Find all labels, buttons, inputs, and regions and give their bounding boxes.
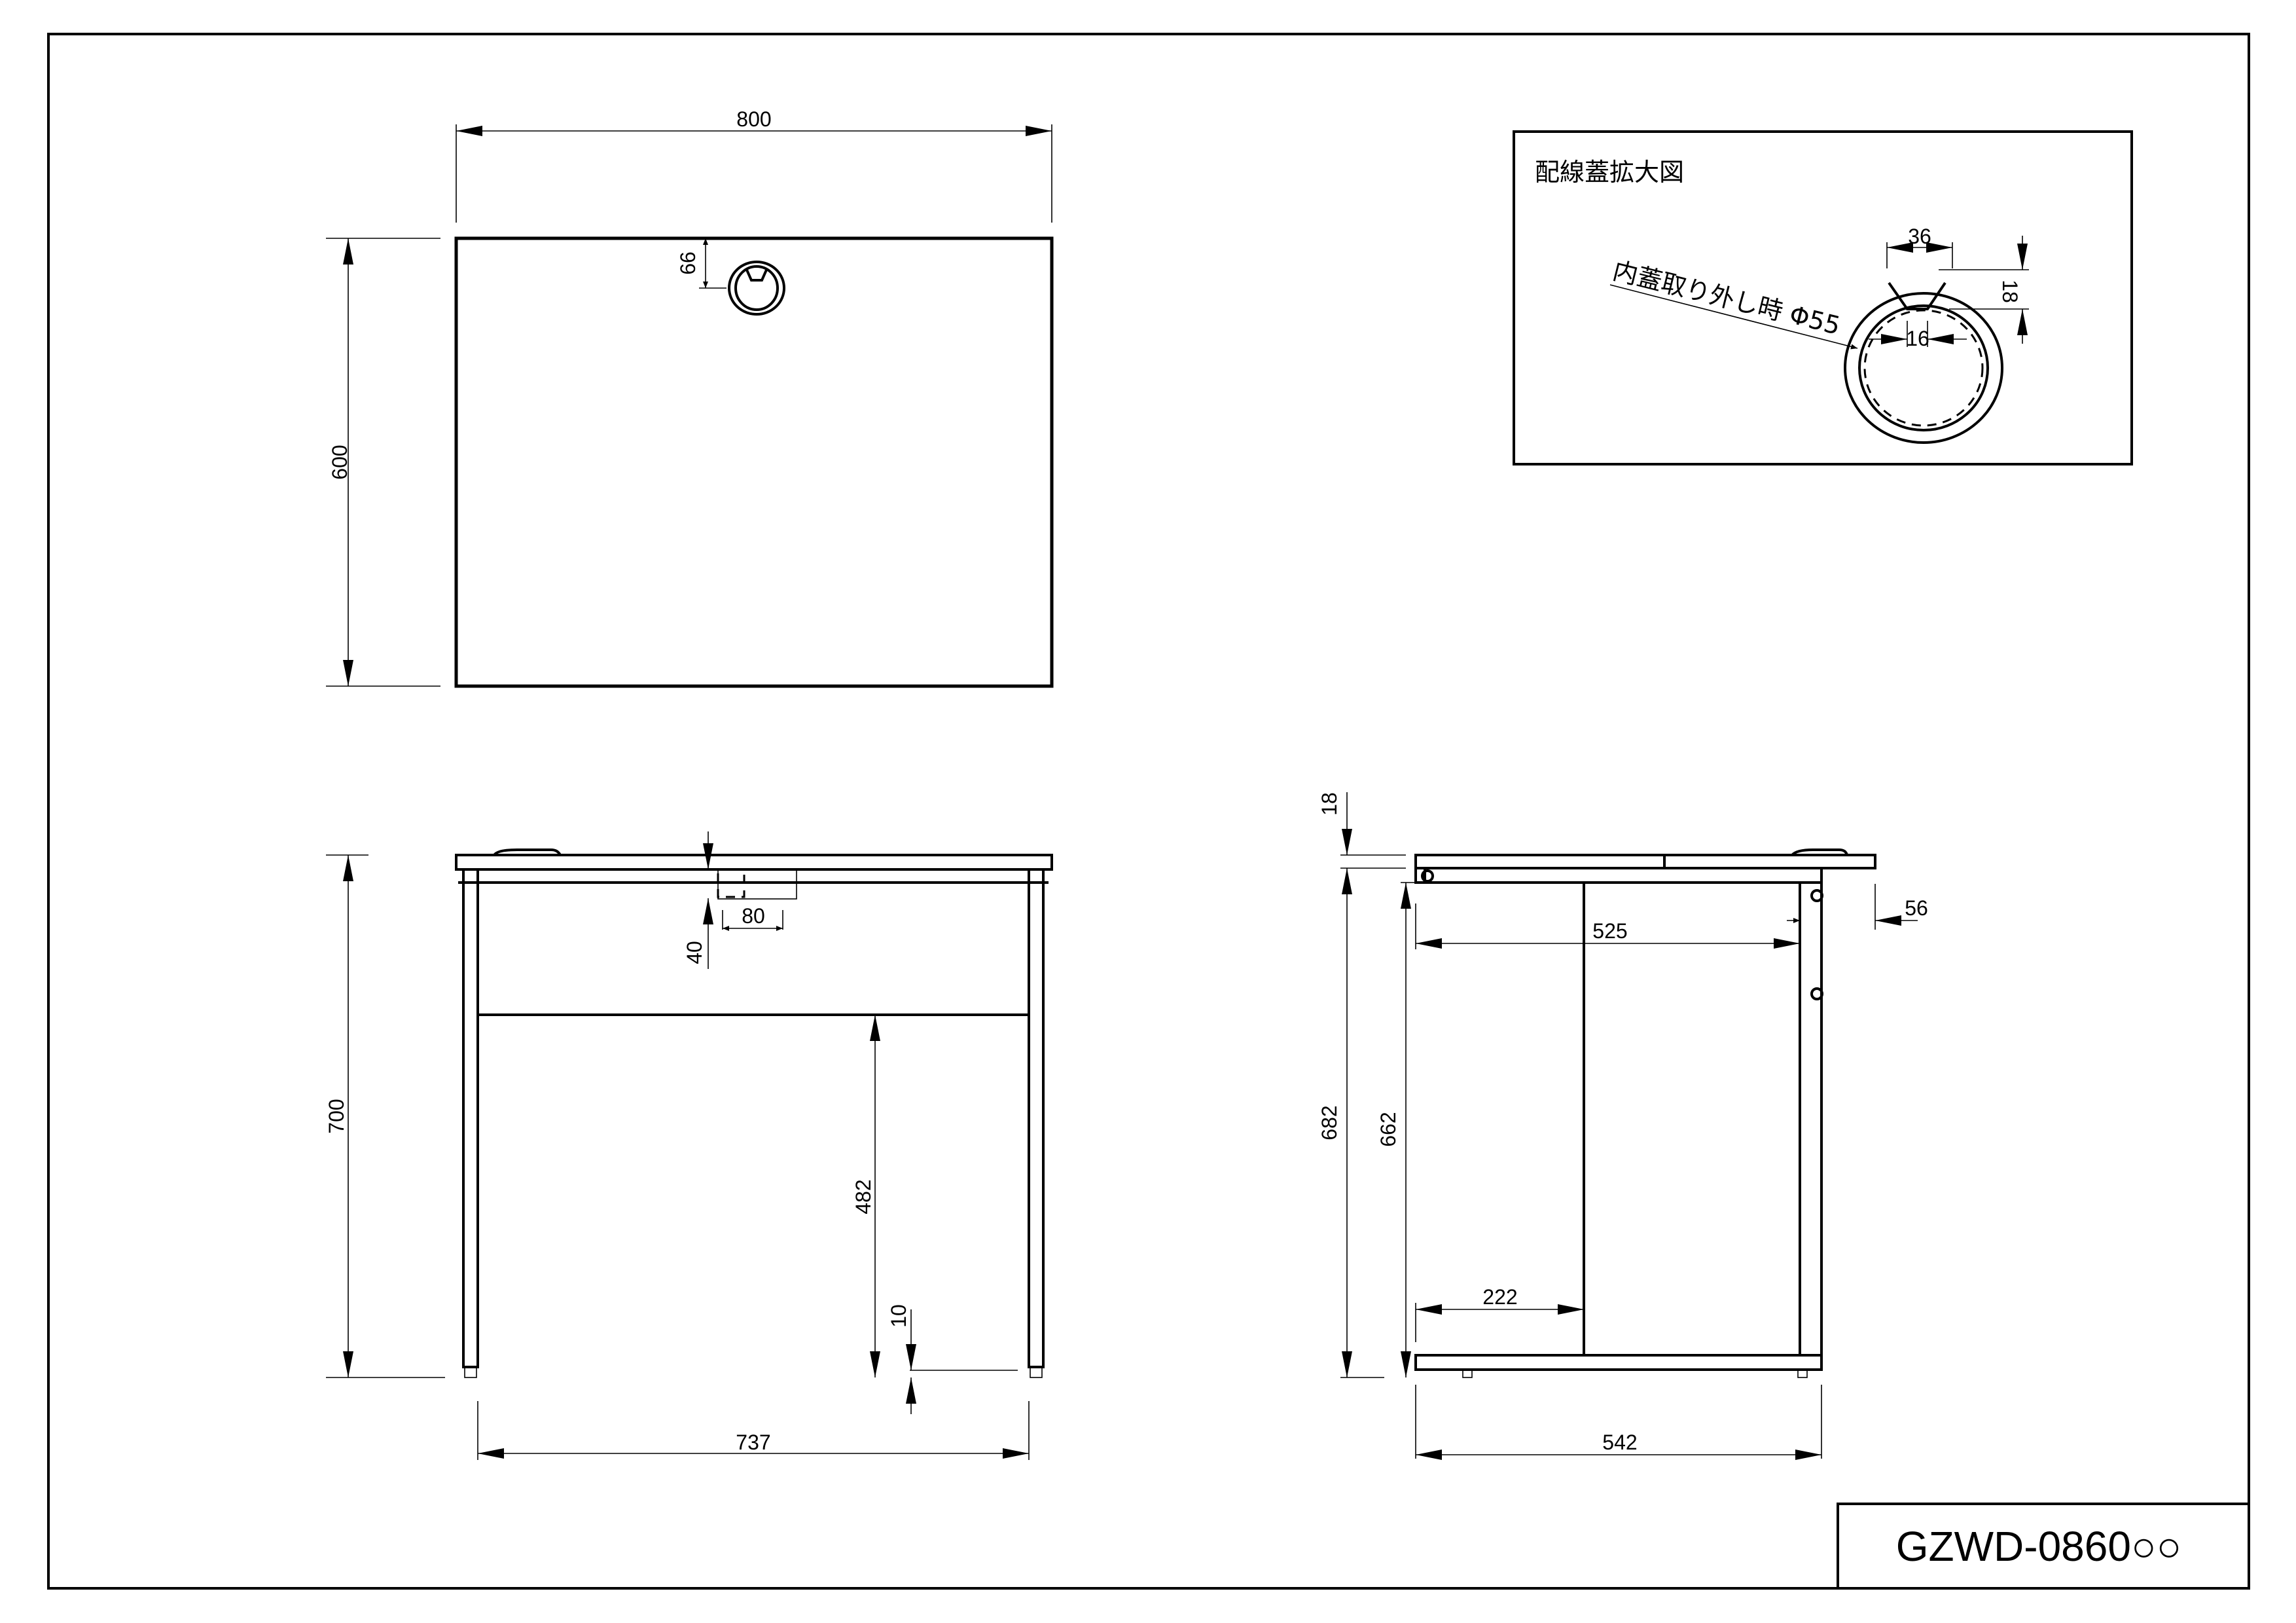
top-view [326,124,1054,688]
dim-top-thickness: 18 [1318,792,1341,816]
dim-grommet-offset: 66 [676,251,700,275]
detail-note: 内蓋取り外し時 Φ55 [1610,256,1843,340]
dim-top-depth: 600 [328,445,351,479]
dim-total-depth: 542 [1602,1431,1637,1454]
dim-panel-offset: 222 [1482,1285,1517,1309]
grommet-inner [734,265,779,311]
dim-top-width: 800 [736,107,771,131]
dim-adjuster: 10 [887,1304,910,1328]
model-number: GZWD-0860○○ [1896,1523,2182,1570]
desktop-outline [454,236,1054,688]
dim-front-height: 700 [325,1099,348,1133]
dim-height-to-frame: 682 [1318,1105,1341,1140]
dim-slot-depth: 18 [1998,280,2022,303]
detail-title: 配線蓋拡大図 [1535,158,1684,187]
grommet-slot [745,268,768,282]
dim-grommet-depth: 40 [683,941,706,964]
side-view [1340,792,1918,1460]
title-block [1837,1503,2250,1590]
dim-leg-width: 56 [1905,896,1928,920]
dim-inner-width: 737 [736,1431,770,1454]
dim-slot-bottom: 16 [1906,327,1929,350]
dim-clearance: 482 [852,1179,875,1214]
drawing-border [47,33,2250,1590]
dim-grommet-width: 80 [742,904,765,928]
dim-slot-top: 36 [1908,225,1931,248]
front-view [326,831,1053,1460]
grommet-outer [728,261,785,316]
grommet-detail-box [1513,130,2133,465]
dim-inner-height: 662 [1376,1112,1400,1146]
dim-frame-depth: 525 [1592,919,1627,943]
